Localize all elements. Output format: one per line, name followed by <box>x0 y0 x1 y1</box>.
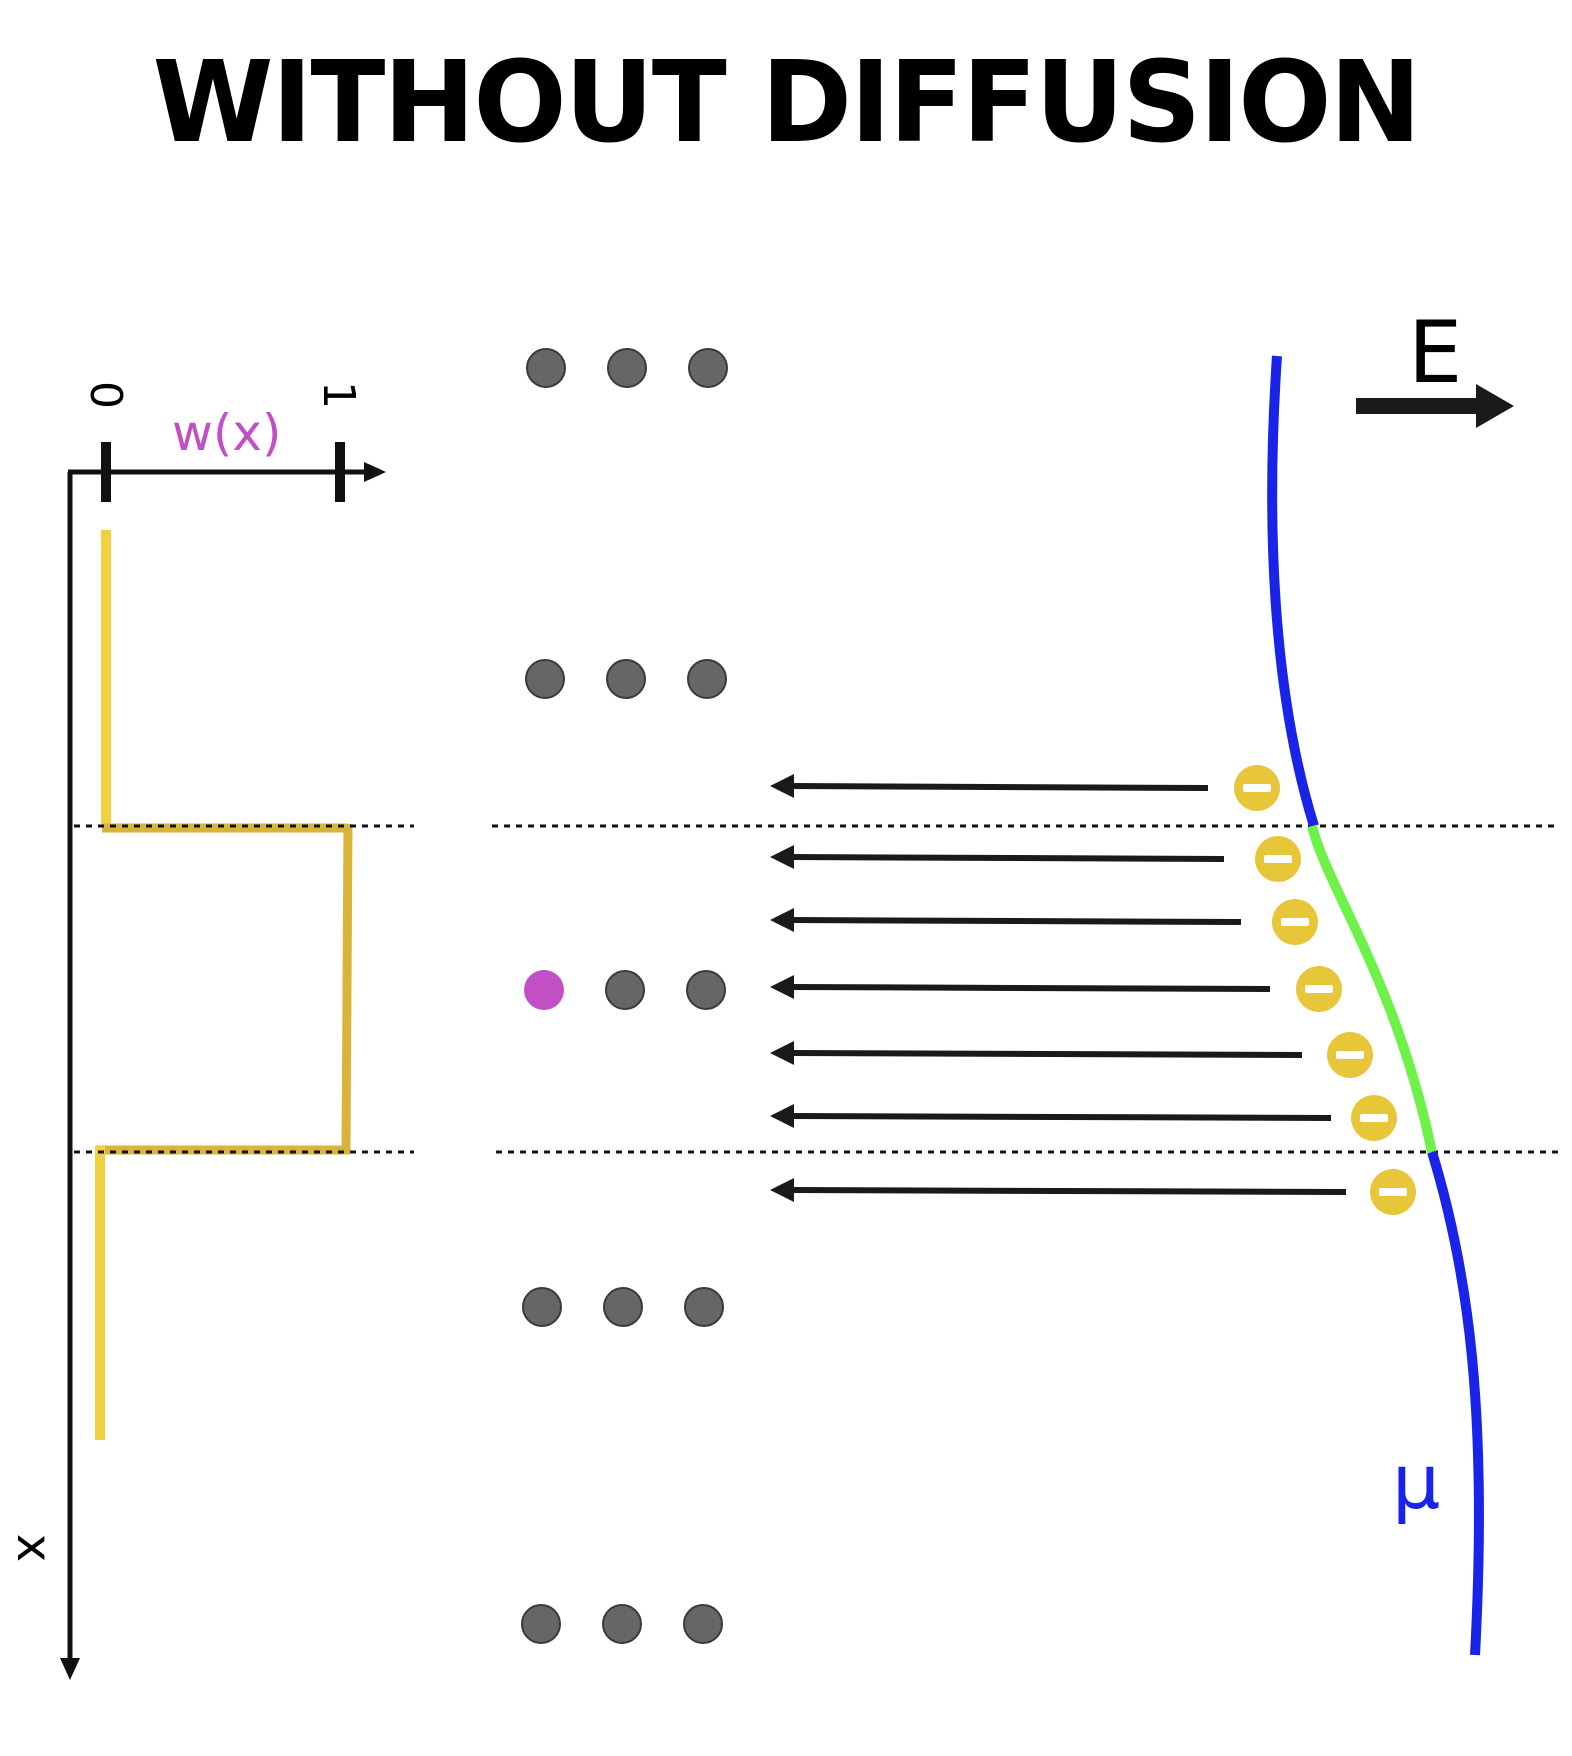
minus-sign-icon <box>1360 1114 1388 1122</box>
atom-lattice <box>521 348 728 1644</box>
potential-upper-blue <box>1267 355 1319 828</box>
atom <box>526 348 566 388</box>
electron <box>1234 765 1280 811</box>
w-axis-label: w(x) <box>172 404 282 462</box>
potential-label: μ <box>1392 1437 1440 1526</box>
x-axis-arrowhead <box>60 1658 80 1680</box>
minus-sign-icon <box>1305 985 1333 993</box>
atom <box>521 1604 561 1644</box>
atom <box>607 348 647 388</box>
drift-arrow <box>789 1050 1303 1058</box>
field-label: E <box>1408 303 1462 403</box>
drift-arrow-head <box>770 908 794 932</box>
electron <box>1327 1032 1373 1078</box>
x-axis-label: x <box>6 1534 62 1562</box>
drift-arrow <box>789 1113 1332 1121</box>
electron <box>1255 836 1301 882</box>
minus-sign-icon <box>1264 855 1292 863</box>
potential-middle-green <box>1307 824 1437 1154</box>
drift-arrow <box>789 854 1225 862</box>
highlighted-atom <box>524 970 564 1010</box>
atom <box>606 659 646 699</box>
drift-arrow <box>789 783 1209 791</box>
atom <box>605 970 645 1010</box>
drift-arrow-head <box>770 774 794 798</box>
electron-drift-arrows <box>770 774 1347 1202</box>
atom <box>687 659 727 699</box>
drift-arrow-head <box>770 1104 794 1128</box>
minus-sign-icon <box>1281 918 1309 926</box>
atom <box>688 348 728 388</box>
atom <box>686 970 726 1010</box>
atom <box>522 1287 562 1327</box>
potential-curve <box>1267 355 1484 1656</box>
drift-arrow-head <box>770 1041 794 1065</box>
atom <box>525 659 565 699</box>
window-function <box>95 530 353 1440</box>
minus-sign-icon <box>1243 784 1271 792</box>
window-high-segment <box>341 823 353 1151</box>
drift-arrow <box>789 984 1271 992</box>
drift-arrow <box>789 917 1242 925</box>
tick-zero-label: 0 <box>80 381 131 409</box>
drift-arrow-head <box>770 975 794 999</box>
minus-sign-icon <box>1336 1051 1364 1059</box>
atom <box>603 1287 643 1327</box>
drift-arrow-head <box>770 845 794 869</box>
field-arrow-head <box>1476 384 1514 428</box>
atom <box>683 1604 723 1644</box>
potential-lower-blue <box>1427 1150 1484 1656</box>
diagram-title: WITHOUT DIFFUSION <box>152 38 1422 168</box>
atom <box>684 1287 724 1327</box>
region-boundaries <box>74 824 1560 1154</box>
electron <box>1272 899 1318 945</box>
drift-arrow-head <box>770 1178 794 1202</box>
electron <box>1351 1095 1397 1141</box>
electrons <box>1234 765 1416 1215</box>
electron <box>1296 966 1342 1012</box>
tick-one-label: 1 <box>313 381 364 409</box>
atom <box>602 1604 642 1644</box>
w-axis-arrowhead <box>364 462 386 482</box>
electron <box>1370 1169 1416 1215</box>
minus-sign-icon <box>1379 1188 1407 1196</box>
field-indicator: E <box>1356 303 1514 428</box>
axes: 0 1 w(x) x <box>6 381 386 1680</box>
drift-arrow <box>789 1187 1347 1195</box>
